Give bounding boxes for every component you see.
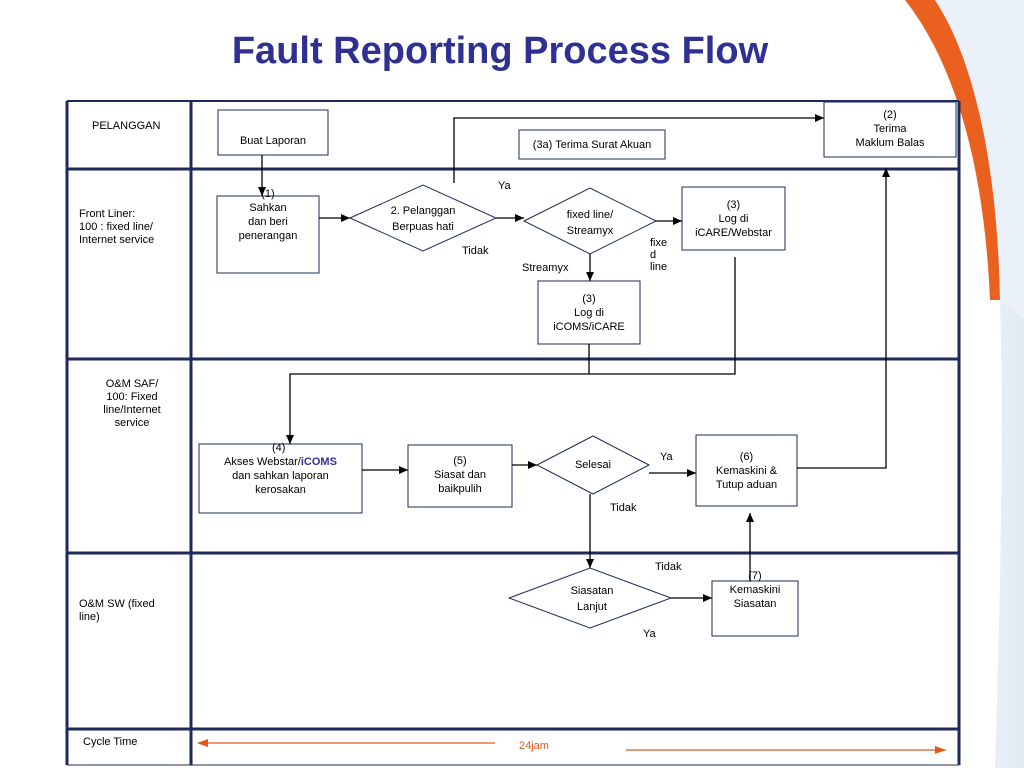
text-line: (1) [261, 188, 275, 200]
terima-maklum-label: (2) Terima Maklum Balas [824, 108, 956, 150]
text-line: Kemaskini & [715, 465, 778, 477]
edge-label-tidak-lanjut: Tidak [655, 561, 682, 573]
text-line: line [650, 261, 668, 273]
siasat-label: (5) Siasat dan baikpulih [408, 454, 512, 496]
arrow-ya-terima [453, 114, 824, 183]
text-line: Sahkan [249, 202, 287, 214]
lane-label-line: O&M SAF/ [105, 378, 159, 390]
text-line: Lanjut [577, 601, 607, 613]
text-line: penerangan [238, 230, 298, 242]
text-line: (7) [748, 570, 762, 582]
text-line: 2. Pelanggan [390, 205, 456, 217]
text-line: (4) [272, 442, 286, 454]
text-line: d [650, 249, 657, 261]
swimlane-frame [65, 100, 961, 766]
text-line: (6) [739, 451, 754, 463]
text-line: dan beri [248, 216, 288, 228]
pelanggan-berpuas-label: 2. Pelanggan Berpuas hati [373, 204, 473, 234]
lane-label-front-liner: Front Liner: 100 : fixed line/ Internet … [79, 208, 154, 247]
text-line: Siasatan [733, 598, 777, 610]
arrow-icare-akses [286, 257, 736, 444]
arrow-kemaskini-terima [797, 168, 890, 469]
selesai-label: Selesai [574, 459, 612, 471]
text-line: (5) [453, 455, 467, 467]
text-line: dan sahkan laporan [232, 470, 329, 482]
kemaskini-siasatan-box [711, 580, 799, 637]
log-icoms-box [537, 280, 641, 345]
terima-maklum-box [823, 101, 957, 158]
log-icare-label: (3) Log di iCARE/Webstar [682, 198, 785, 240]
terima-surat-box [518, 129, 666, 160]
siasatan-lanjut-label: Siasatan Lanjut [542, 584, 642, 614]
buat-laporan-label: Buat Laporan [239, 135, 307, 147]
log-icare-box [681, 186, 786, 251]
lane-label-line: service [114, 417, 150, 429]
text-line: baikpulih [438, 483, 482, 495]
lane-label-line: 100 : fixed line/ [79, 221, 153, 233]
fixed-streamyx-label: fixed line/ Streamyx [540, 208, 640, 238]
lane-label-pelanggan: PELANGGAN [92, 120, 161, 132]
log-icoms-label: (3) Log di iCOMS/iCARE [538, 292, 640, 334]
edge-label-ya-lanjut: Ya [643, 628, 656, 640]
terima-surat-label: (3a) Terima Surat Akuan [532, 139, 652, 151]
edge-label-ya-selesai: Ya [660, 451, 673, 463]
sahkan-box [216, 195, 320, 274]
lane-label-line: Front Liner: [79, 208, 136, 220]
lane-label-om-saf: O&M SAF/ 100: Fixed line/Internet servic… [77, 378, 187, 430]
edge-label-streamyx: Streamyx [522, 262, 569, 274]
kemaskini-tutup-box [695, 434, 798, 507]
text-line: Siasat dan [434, 469, 486, 481]
text-line: Maklum Balas [855, 137, 925, 149]
text-line: fixed line/ [566, 209, 614, 221]
text-line: fixe [650, 237, 668, 249]
text-line: kerosakan [255, 484, 306, 496]
text-line: Kemaskini [729, 584, 781, 596]
text-line: iCOMS/iCARE [553, 321, 625, 333]
icoms-highlight: iCOMS [300, 456, 337, 468]
edge-label-tidak-selesai: Tidak [610, 502, 637, 514]
lane-label-cycle-time: Cycle Time [83, 736, 138, 748]
lane-label-line: Internet service [79, 234, 155, 246]
text-line: (3) [582, 293, 596, 305]
lane-label-line: line) [79, 611, 100, 623]
text-line: Akses Webstar/iCOMS [199, 455, 362, 469]
kemaskini-tutup-label: (6) Kemaskini & Tutup aduan [696, 450, 797, 492]
sahkan-label: (1) Sahkan dan beri penerangan [217, 187, 319, 243]
selesai-diamond [535, 435, 651, 495]
edge-label-fixed-line: fixe d line [650, 237, 667, 273]
text-line: (3) [726, 199, 741, 211]
edge-label-tidak-1: Tidak [462, 245, 489, 257]
page-title: Fault Reporting Process Flow [231, 30, 769, 72]
text-line: (2) [883, 109, 897, 121]
text-line: Siasatan [570, 585, 614, 597]
text-line: Tutup aduan [715, 479, 778, 491]
akses-webstar-box [198, 443, 363, 514]
lane-label-line: 100: Fixed [106, 391, 158, 403]
text-line: Log di [718, 213, 749, 225]
lane-label-line: O&M SW (fixed [79, 598, 155, 610]
orange-swoosh [905, 0, 1000, 300]
kemaskini-siasatan-label: (7) Kemaskini Siasatan [712, 569, 798, 611]
text-line: Terima [873, 123, 907, 135]
cycle-time-value: 24jam [519, 740, 549, 752]
text-line: Berpuas hati [392, 221, 454, 233]
edge-label-ya-top: Ya [498, 180, 511, 192]
text-line: Log di [574, 307, 604, 319]
text-line: iCARE/Webstar [695, 227, 772, 239]
buat-laporan-box [217, 109, 329, 156]
akses-webstar-label: (4) Akses Webstar/iCOMS dan sahkan lapor… [199, 441, 362, 497]
text-part: Akses Webstar/ [224, 456, 301, 468]
siasat-box [407, 444, 513, 508]
text-line: Streamyx [566, 225, 614, 237]
lane-label-om-sw: O&M SW (fixed line) [79, 598, 155, 624]
lane-label-line: line/Internet [103, 404, 161, 416]
